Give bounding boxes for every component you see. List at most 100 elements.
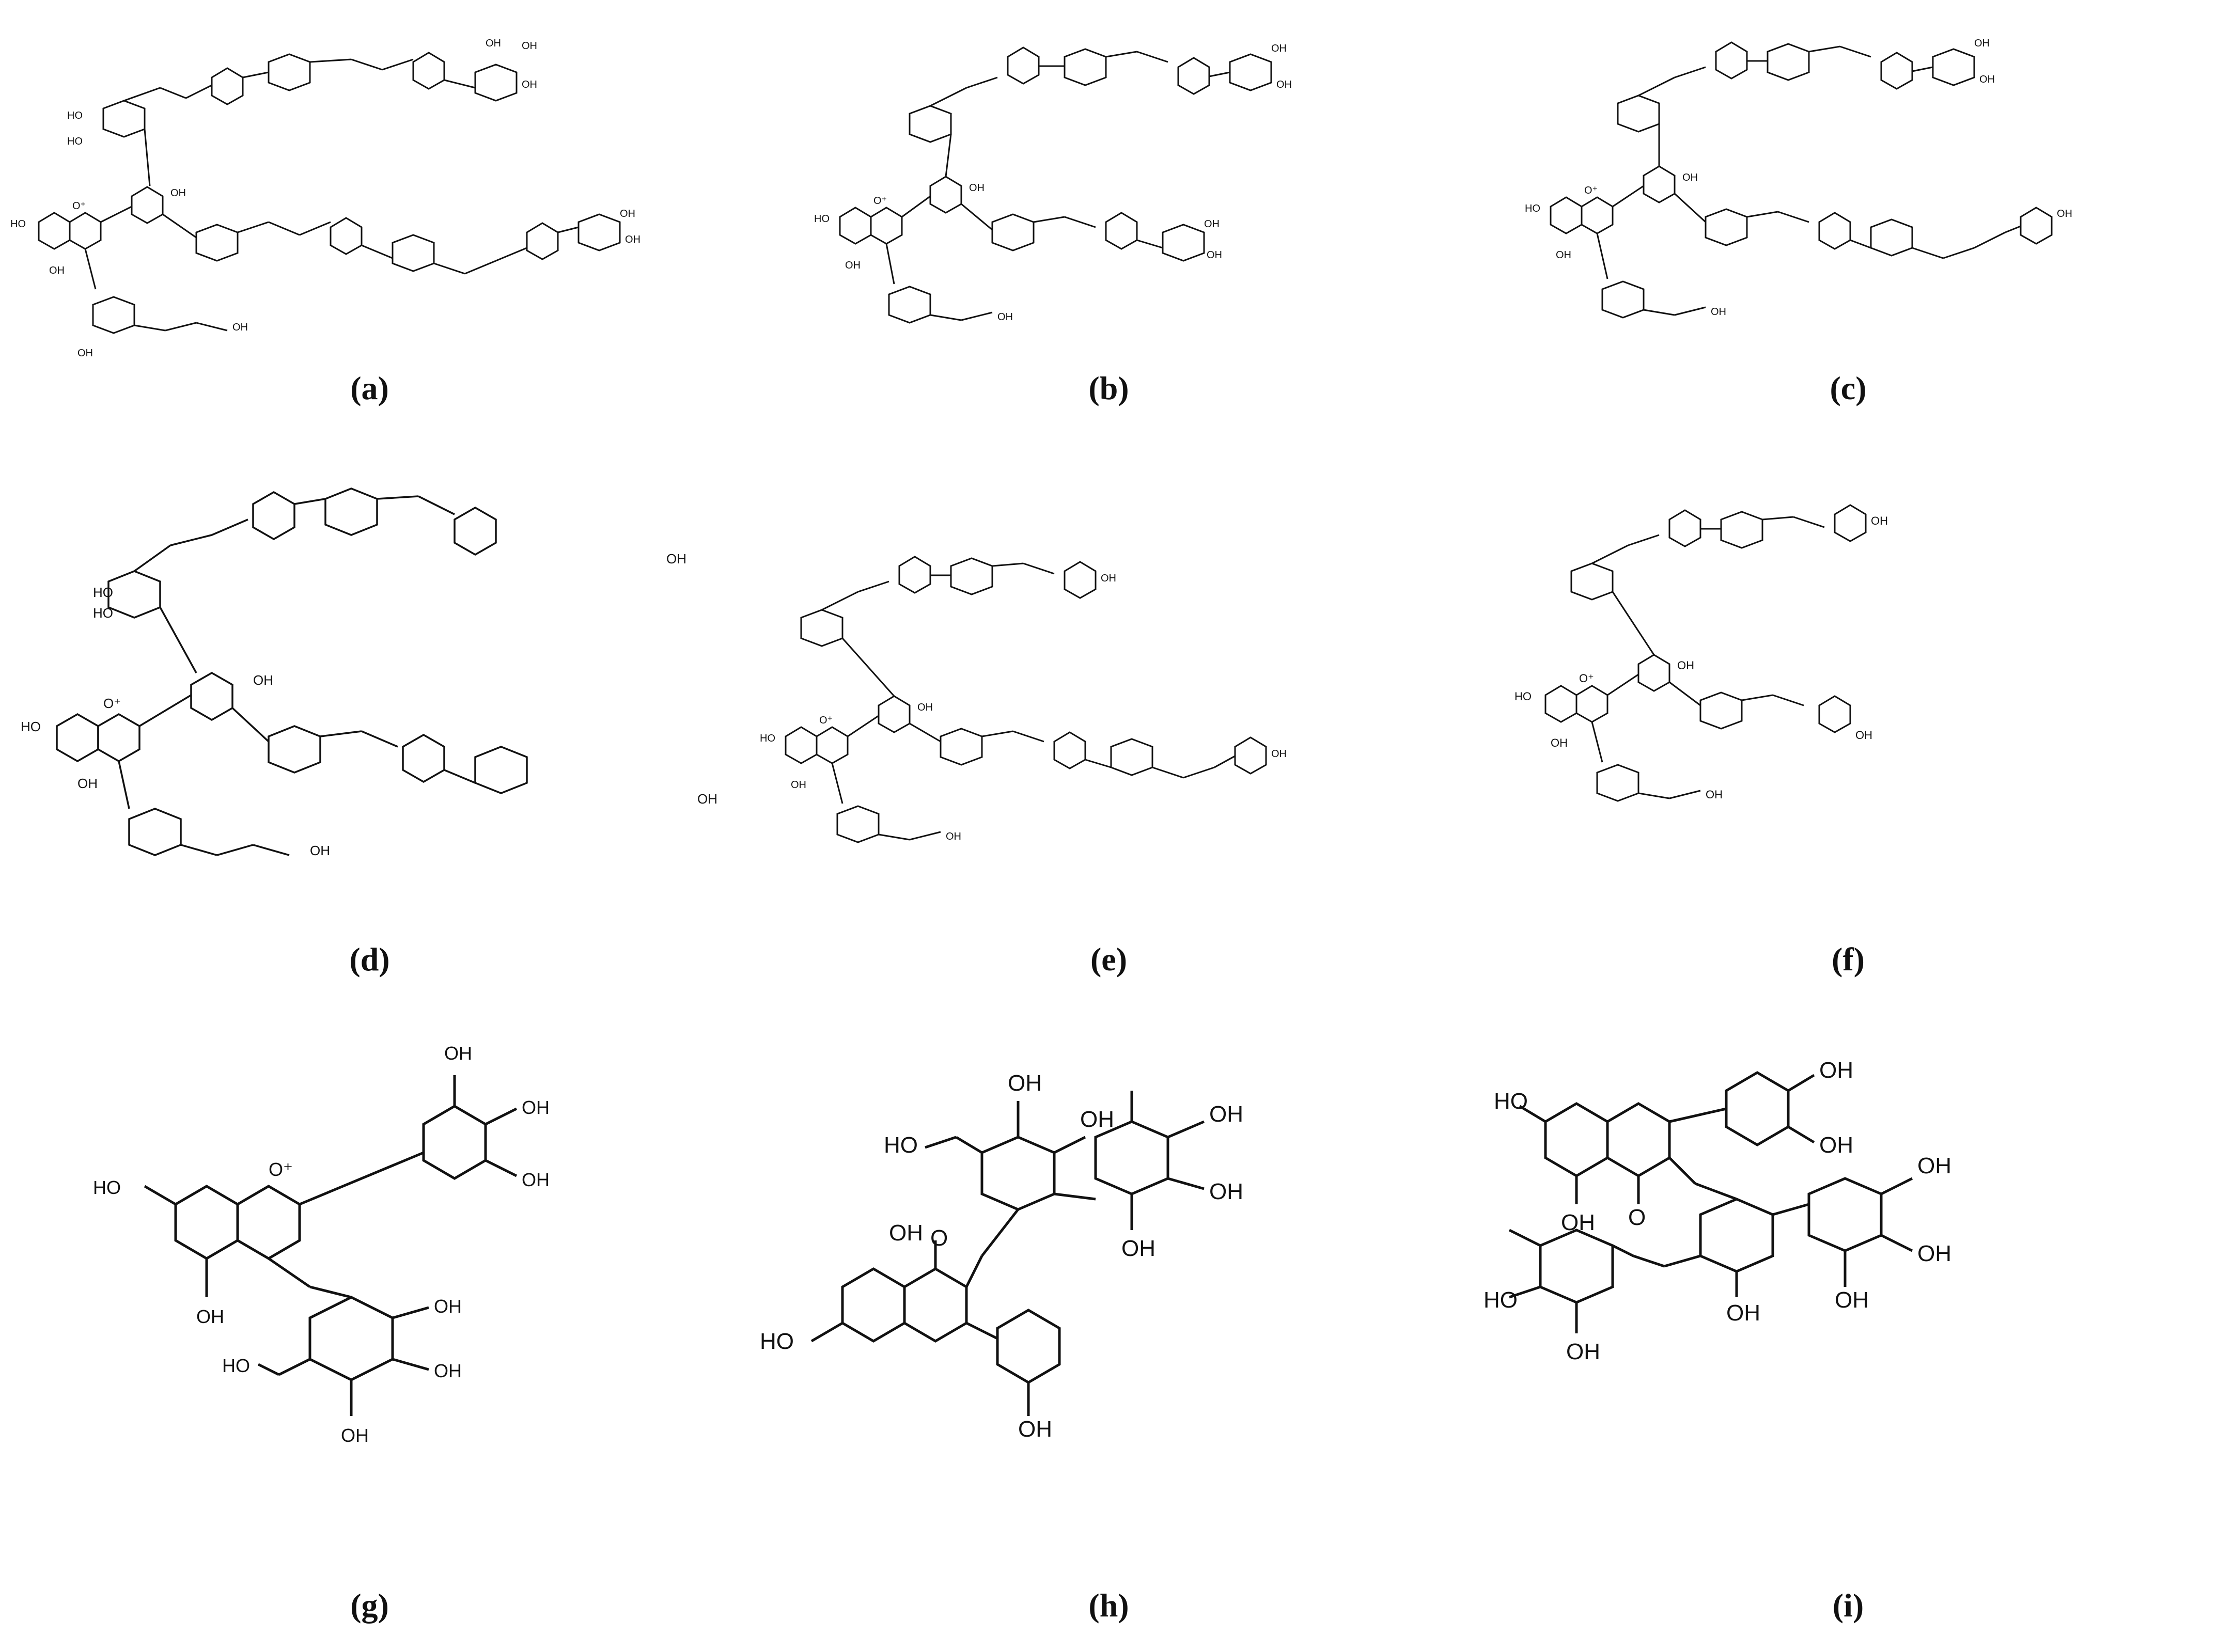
svg-text:O⁺: O⁺	[72, 200, 86, 212]
panel-label-g: (g)	[350, 1587, 389, 1624]
svg-text:OH: OH	[1080, 1107, 1114, 1132]
svg-text:HO: HO	[1525, 203, 1540, 214]
svg-text:OH: OH	[1121, 1236, 1155, 1261]
svg-text:HO: HO	[1483, 1287, 1518, 1313]
svg-text:OH: OH	[1706, 788, 1723, 801]
svg-text:OH: OH	[889, 1220, 923, 1246]
panel-i: HO OH OH OH O OH OH OH OH HO OH (i)	[1478, 998, 2218, 1652]
panel-label-e: (e)	[1090, 941, 1128, 978]
structure-g: HO OH O⁺ OH OH OH OH OH OH HO	[93, 1043, 550, 1446]
svg-text:OH: OH	[434, 1360, 462, 1381]
panel-label-b: (b)	[1088, 370, 1129, 406]
svg-text:HO: HO	[1494, 1089, 1528, 1114]
panel-b: HO OH OH O⁺ OH OH OH OH OH (b)	[739, 0, 1478, 447]
svg-text:OH: OH	[522, 40, 537, 52]
panel-label-d: (d)	[349, 941, 390, 978]
svg-text:OH: OH	[845, 260, 861, 271]
svg-text:HO: HO	[884, 1132, 918, 1158]
svg-text:HO: HO	[222, 1355, 250, 1376]
svg-text:HO: HO	[760, 733, 775, 744]
svg-text:OH: OH	[1917, 1153, 1951, 1178]
svg-text:OH: OH	[620, 208, 635, 219]
svg-text:OH: OH	[522, 79, 537, 90]
svg-text:OH: OH	[1855, 729, 1872, 742]
structure-d: HO OH OH O⁺ HO HO OH OH OH	[21, 487, 717, 858]
panel-label-i: (i)	[1832, 1587, 1864, 1624]
svg-text:OH: OH	[946, 831, 961, 842]
svg-text:OH: OH	[1974, 38, 1990, 49]
svg-text:OH: OH	[522, 1169, 550, 1190]
svg-text:HO: HO	[10, 218, 26, 230]
panel-e: HO OH OH O⁺ OH OH OH (e)	[739, 447, 1478, 998]
svg-text:HO: HO	[93, 1177, 121, 1198]
svg-text:OH: OH	[196, 1306, 224, 1327]
structure-f: HO OH OH O⁺ OH OH OH	[1514, 504, 1888, 802]
svg-text:OH: OH	[1917, 1241, 1951, 1266]
svg-text:O⁺: O⁺	[269, 1159, 293, 1180]
svg-text:OH: OH	[1209, 1179, 1243, 1204]
svg-text:HO: HO	[67, 136, 83, 147]
svg-text:OH: OH	[434, 1296, 462, 1317]
structure-c: HO OH OH O⁺ OH OH OH OH	[1525, 38, 2072, 319]
panel-c: HO OH OH O⁺ OH OH OH OH (c)	[1478, 0, 2218, 447]
svg-text:OH: OH	[1207, 249, 1222, 261]
svg-text:OH: OH	[253, 672, 273, 688]
svg-text:OH: OH	[1276, 79, 1292, 90]
svg-text:OH: OH	[1819, 1058, 1853, 1083]
svg-text:OH: OH	[1726, 1300, 1760, 1326]
svg-text:OH: OH	[1677, 659, 1694, 672]
svg-text:OH: OH	[1711, 306, 1726, 318]
svg-text:OH: OH	[1561, 1210, 1595, 1235]
svg-text:OH: OH	[625, 234, 641, 245]
structure-b: HO OH OH O⁺ OH OH OH OH OH	[814, 43, 1292, 324]
svg-text:OH: OH	[77, 348, 93, 359]
panel-h: OH O HO OH OH HO OH OH OH OH (h)	[739, 998, 1478, 1652]
svg-text:OH: OH	[1819, 1132, 1853, 1158]
svg-text:OH: OH	[1551, 736, 1568, 749]
svg-text:OH: OH	[666, 551, 686, 567]
svg-text:OH: OH	[1682, 172, 1698, 183]
svg-text:O⁺: O⁺	[819, 715, 833, 726]
svg-text:OH: OH	[997, 311, 1013, 323]
svg-text:OH: OH	[1209, 1102, 1243, 1127]
svg-text:O⁺: O⁺	[1584, 185, 1598, 196]
svg-text:OH: OH	[170, 187, 186, 199]
structure-h: OH O HO OH OH HO OH OH OH OH	[760, 1071, 1243, 1442]
svg-text:OH: OH	[522, 1097, 550, 1118]
svg-text:OH: OH	[1835, 1287, 1869, 1313]
svg-text:OH: OH	[1556, 249, 1571, 261]
svg-text:OH: OH	[77, 776, 98, 791]
svg-text:O⁺: O⁺	[873, 195, 887, 207]
structure-a: HO OH OH O⁺ HO HO OH OH OH OH OH OH OH	[10, 38, 641, 359]
panel-a: HO OH OH O⁺ HO HO OH OH OH OH OH OH OH (…	[0, 0, 739, 447]
panel-label-c: (c)	[1830, 370, 1867, 406]
structure-e: HO OH OH O⁺ OH OH OH	[760, 556, 1287, 843]
svg-text:OH: OH	[1566, 1339, 1600, 1364]
svg-text:O⁺: O⁺	[103, 696, 121, 711]
panel-f: HO OH OH O⁺ OH OH OH (f)	[1478, 447, 2218, 998]
svg-text:O: O	[930, 1225, 948, 1251]
svg-text:OH: OH	[697, 791, 717, 807]
panel-label-h: (h)	[1088, 1587, 1129, 1624]
svg-text:HO: HO	[93, 585, 113, 600]
svg-text:HO: HO	[1514, 690, 1532, 703]
svg-text:OH: OH	[1271, 43, 1287, 54]
svg-text:OH: OH	[232, 322, 248, 333]
svg-text:OH: OH	[1979, 74, 1995, 85]
svg-text:OH: OH	[791, 779, 806, 791]
svg-text:OH: OH	[917, 702, 933, 713]
panel-label-f: (f)	[1832, 941, 1865, 978]
svg-text:OH: OH	[969, 182, 985, 194]
svg-text:HO: HO	[93, 605, 113, 621]
svg-text:O: O	[1628, 1205, 1646, 1230]
svg-text:HO: HO	[67, 110, 83, 121]
svg-text:O⁺: O⁺	[1579, 672, 1594, 685]
svg-text:OH: OH	[1101, 573, 1116, 584]
svg-text:OH: OH	[1008, 1071, 1042, 1096]
panel-g: HO OH O⁺ OH OH OH OH OH OH HO (g)	[0, 998, 739, 1652]
svg-text:HO: HO	[760, 1329, 794, 1354]
svg-text:OH: OH	[310, 843, 330, 858]
panel-d: HO OH OH O⁺ HO HO OH OH OH (d)	[0, 447, 739, 998]
svg-text:OH: OH	[486, 38, 501, 49]
